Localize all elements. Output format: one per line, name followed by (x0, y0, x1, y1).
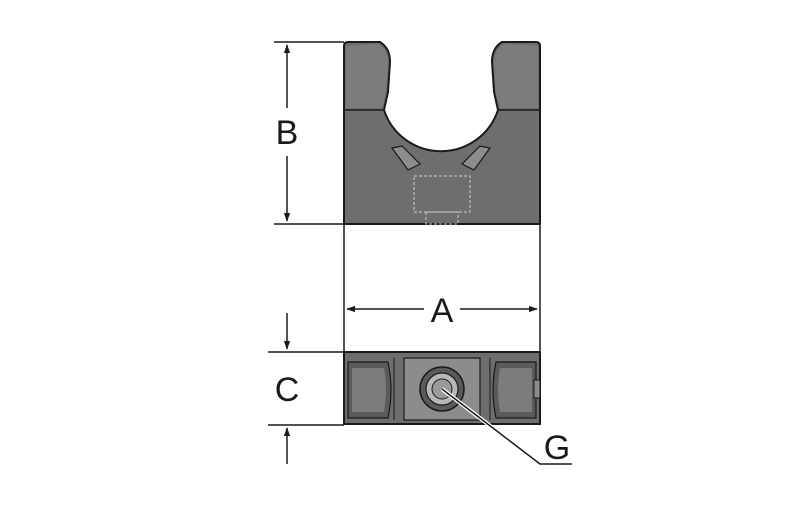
callout-g-leader (441, 388, 572, 465)
callout-g-label: G (544, 429, 570, 467)
dimension-a: A (346, 292, 538, 330)
dimension-c: C (275, 313, 300, 464)
left-jaw-shade (346, 44, 388, 108)
left-latch-tooth (390, 145, 422, 171)
dim-c-label: C (275, 371, 300, 409)
callout-g: G (440, 387, 572, 467)
bottom-view (343, 351, 541, 425)
left-tab-highlight (352, 368, 386, 412)
dim-a-label: A (431, 292, 454, 330)
dimension-b: B (276, 44, 299, 222)
right-latch-tooth (460, 145, 492, 171)
right-tab-highlight (498, 368, 532, 412)
extension-lines (268, 41, 541, 426)
front-view (343, 41, 541, 225)
hidden-screw-hole-bottom (425, 211, 459, 225)
clip-body (343, 41, 541, 225)
right-jaw-shade (494, 44, 538, 108)
side-notch (533, 379, 541, 399)
dim-b-label: B (276, 114, 299, 152)
